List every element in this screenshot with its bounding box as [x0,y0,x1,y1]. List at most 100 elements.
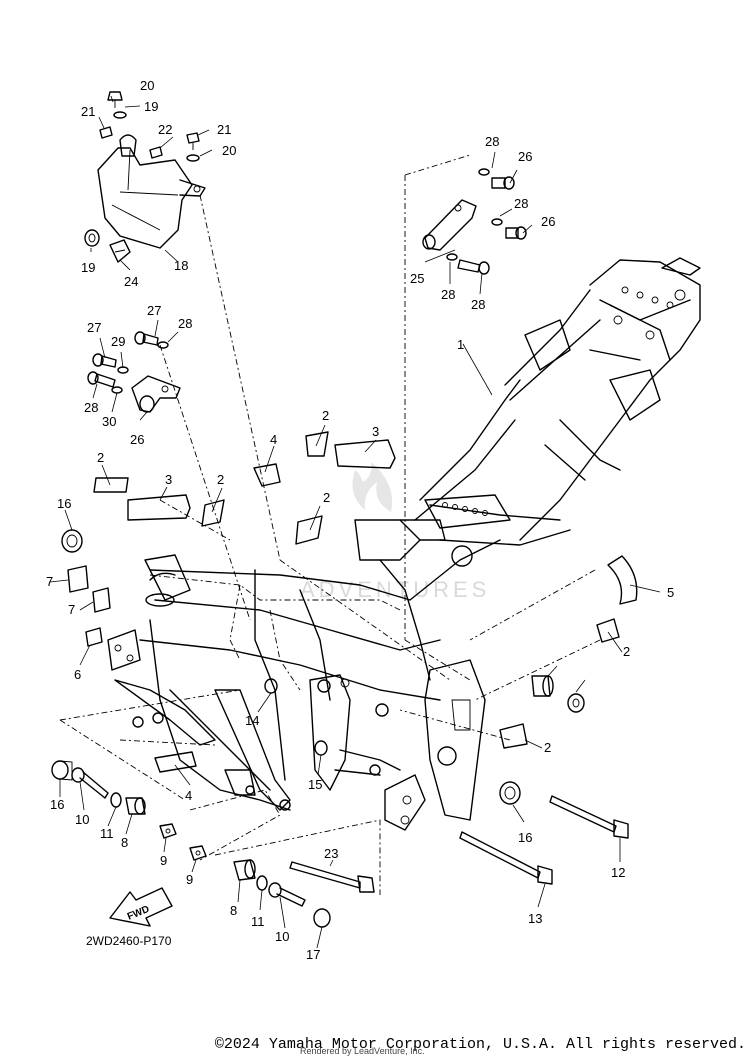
decal-2-c [305,431,329,457]
decal-2-a [93,477,129,493]
callout-2[interactable]: 2 [217,472,224,487]
callout-20[interactable]: 21 [217,122,231,137]
bolt-13 [459,831,553,885]
callout-2[interactable]: 2 [97,450,104,465]
nut-21-right [149,146,163,159]
callout-28[interactable]: 28 [514,196,528,211]
callout-15[interactable]: 16 [518,830,532,845]
callout-28[interactable]: 29 [111,334,125,349]
callout-10[interactable]: 10 [275,929,289,944]
decal-3-b [334,439,396,469]
callout-5[interactable]: 5 [667,585,674,600]
callout-11[interactable]: 11 [251,914,265,929]
leader-lines [49,95,661,949]
bolt-26-c [134,331,159,346]
callout-16[interactable]: 16 [50,797,64,812]
decal-4-a [253,463,281,487]
callout-21[interactable]: 21 [81,104,95,119]
callout-22[interactable]: 23 [324,846,338,861]
callout-16[interactable]: 17 [306,947,320,962]
main-frame-1 [107,257,701,831]
callout-11[interactable]: 11 [100,826,114,841]
callout-18[interactable]: 19 [81,260,95,275]
callout-28[interactable]: 28 [441,287,455,302]
bolt-26-a [491,176,515,190]
collar-8-right [233,859,256,881]
callout-28[interactable]: 28 [485,134,499,149]
callout-26[interactable]: 27 [147,303,161,318]
callout-28[interactable]: 30 [102,414,116,429]
bolt-10-left [71,767,109,799]
washer-19-left [113,111,127,119]
callout-7[interactable]: 7 [68,602,75,617]
callout-4[interactable]: 4 [185,788,192,803]
callout-12[interactable]: 12 [611,865,625,880]
washer-28-f [111,386,123,394]
washer-19-right [186,154,200,162]
callout-7[interactable]: 7 [46,574,53,589]
washer-11-left [110,792,122,808]
callout-3[interactable]: 3 [372,424,379,439]
washer-11-right [256,875,268,891]
callout-15[interactable]: 16 [57,496,71,511]
fwd-arrow-icon: FWD [109,887,173,927]
callout-2[interactable]: 2 [323,490,330,505]
callout-2[interactable]: 2 [623,644,630,659]
callout-6[interactable]: 6 [74,667,81,682]
callout-numbers: 20 19 21 22 21 20 19 18 24 28 26 28 26 2… [46,78,674,962]
clip-23 [109,239,131,263]
washer-28-c [446,253,458,261]
bolt-20-left [107,91,123,108]
callout-26[interactable]: 27 [87,320,101,335]
bolt-22 [289,861,375,893]
decal-2-d [295,515,323,545]
callout-9[interactable]: 9 [160,853,167,868]
collar-8-left [125,797,146,815]
bolt-12 [549,795,629,839]
callout-8[interactable]: 8 [121,835,128,850]
decal-2-b [201,499,225,527]
callout-13[interactable]: 13 [528,911,542,926]
callout-23[interactable]: 24 [124,274,138,289]
callout-20[interactable]: 20 [140,78,154,93]
decal-2-f [499,723,528,749]
callout-27[interactable]: 28 [84,400,98,415]
callout-19[interactable]: 19 [144,99,158,114]
bushing-29 [567,693,585,713]
bolt-9-a [159,823,177,839]
nut-21-left [99,126,113,139]
callout-28[interactable]: 28 [178,316,192,331]
bracket-cover-17 [97,134,206,249]
callout-9[interactable]: 9 [186,872,193,887]
callout-26[interactable]: 26 [541,214,555,229]
decal-5 [607,555,638,605]
callout-1[interactable]: 1 [457,337,464,352]
bolt-10-right [268,882,306,907]
callout-14[interactable]: 14 [245,713,259,728]
callout-3[interactable]: 3 [165,472,172,487]
bolt-20-right [186,132,200,150]
bolt-26-b [505,226,527,240]
callout-2[interactable]: 2 [544,740,551,755]
washer-28-b [491,218,503,226]
callout-8[interactable]: 8 [230,903,237,918]
decal-6 [85,627,103,647]
callout-4[interactable]: 4 [270,432,277,447]
callout-21[interactable]: 22 [158,122,172,137]
callout-27[interactable]: 28 [471,297,485,312]
callout-24[interactable]: 25 [410,271,424,286]
callout-26[interactable]: 26 [518,149,532,164]
diagram-reference-code: 2WD2460-P170 [86,934,172,948]
copyright-notice: ©2024 Yamaha Motor Corporation, U.S.A. A… [214,1036,746,1053]
callout-17[interactable]: 18 [174,258,188,273]
callout-10[interactable]: 10 [75,812,89,827]
decal-7-a [67,565,89,593]
callout-14[interactable]: 15 [308,777,322,792]
callout-25[interactable]: 26 [130,432,144,447]
callout-2[interactable]: 2 [322,408,329,423]
decal-7-b [92,587,111,613]
callout-19[interactable]: 20 [222,143,236,158]
bushing-15-left [61,529,83,553]
grommet-18 [84,229,100,247]
